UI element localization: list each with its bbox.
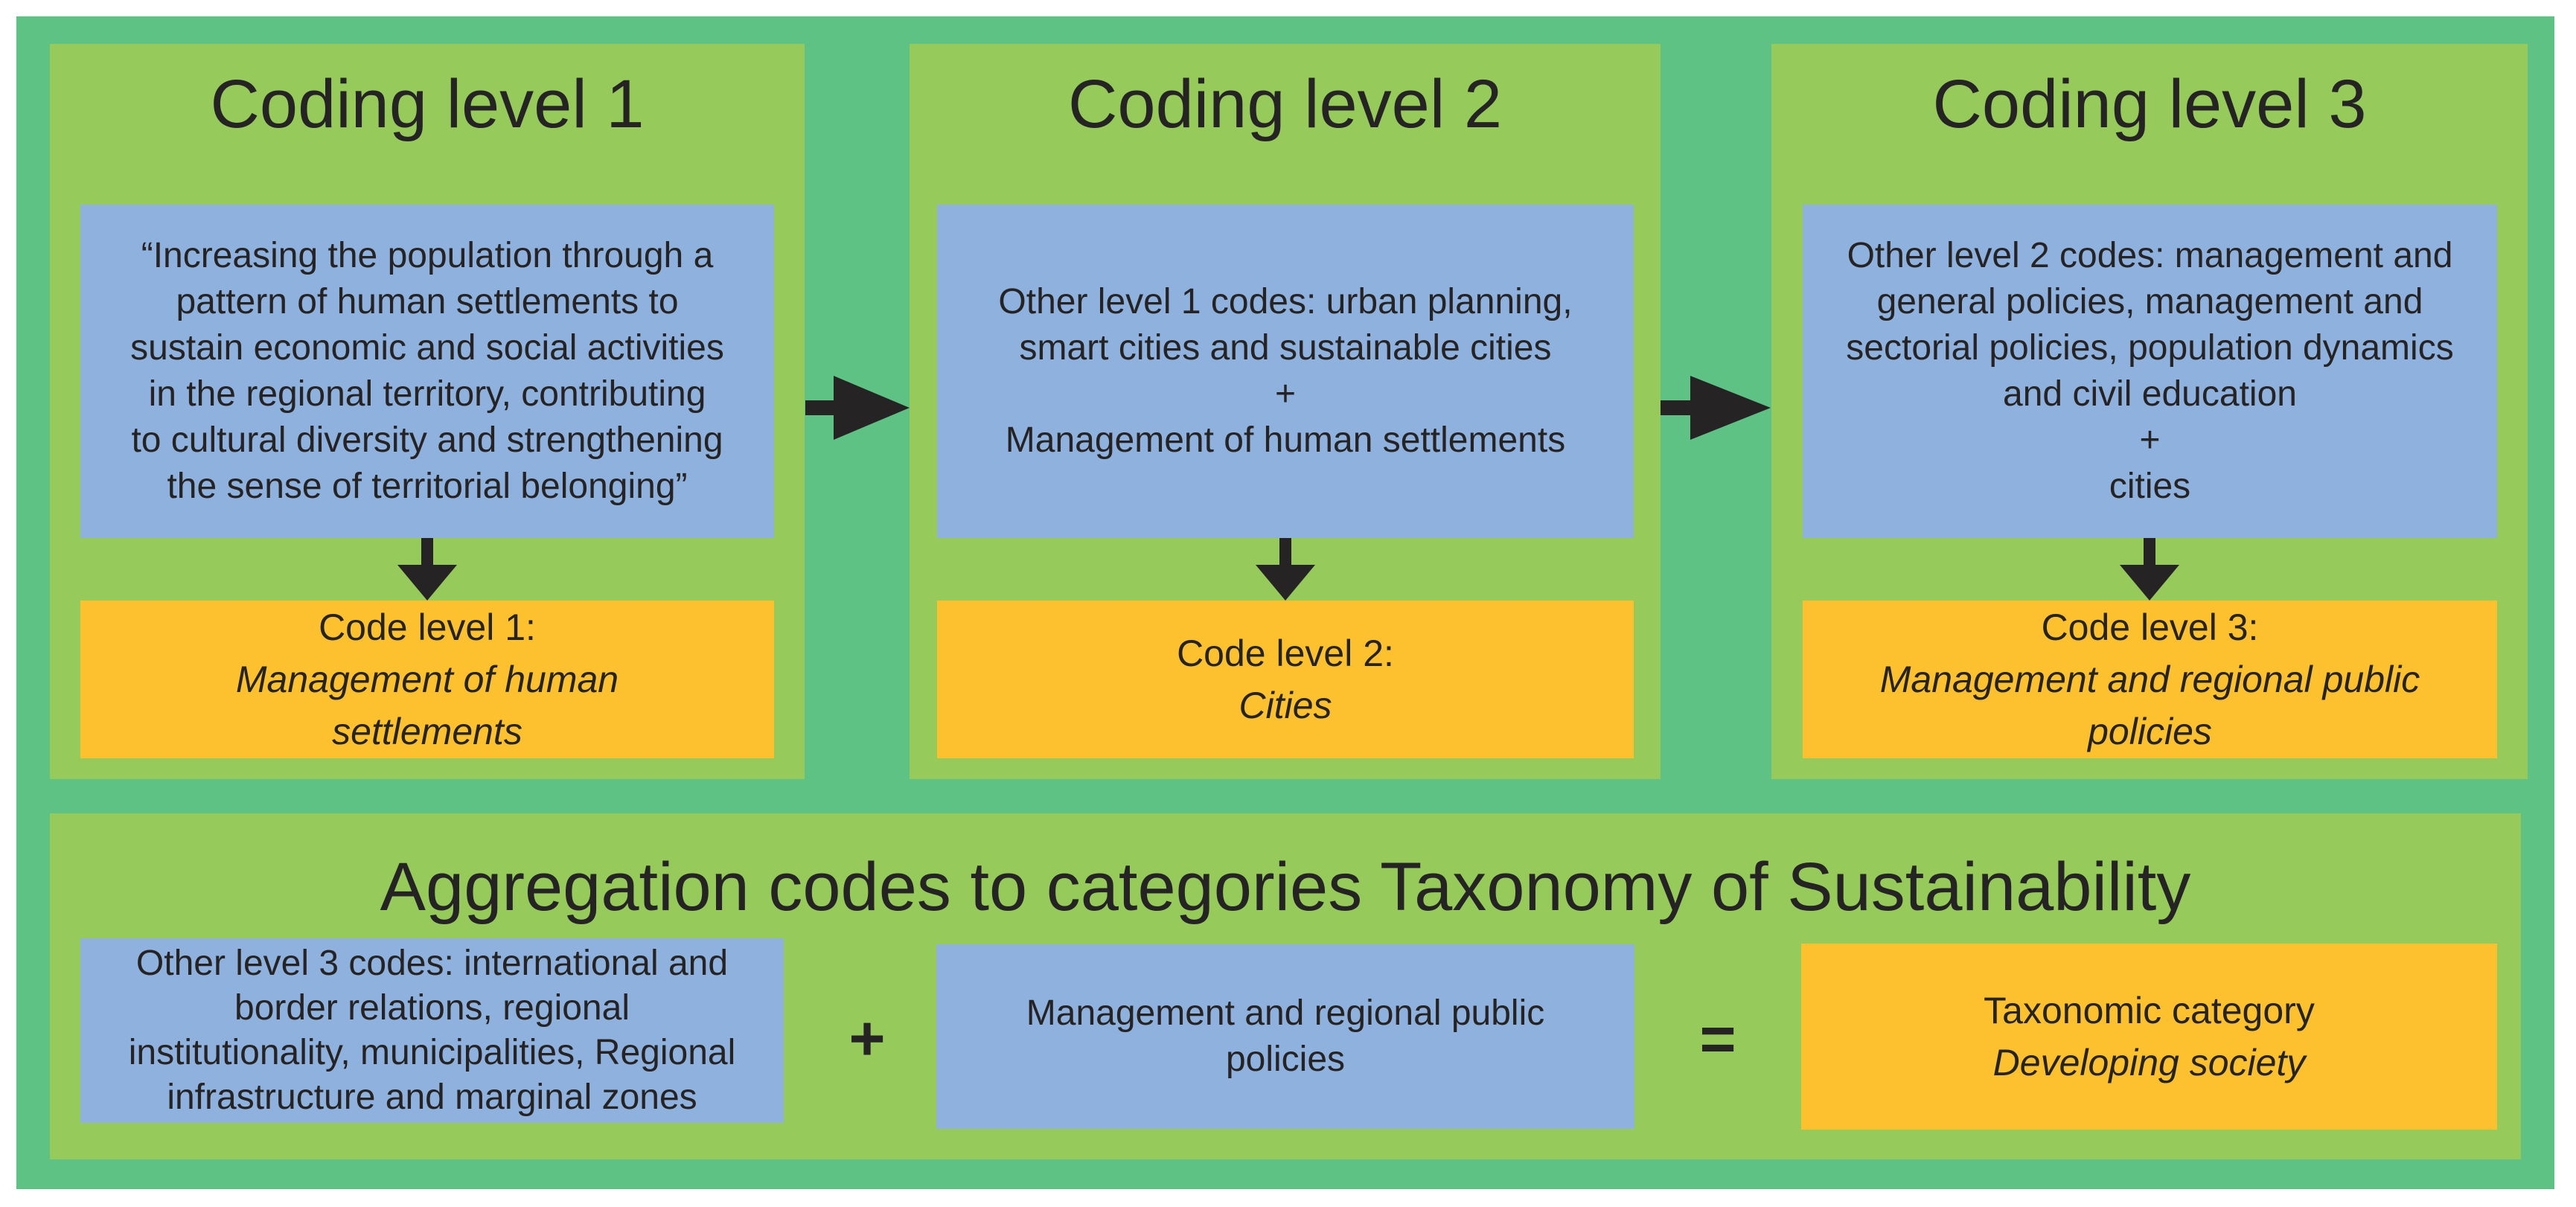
source-quote-box: “Increasing the population through a pat… xyxy=(80,205,774,538)
code-label: Code level 1: xyxy=(319,606,536,648)
taxonomic-category-label: Taxonomic category xyxy=(1984,990,2315,1031)
coding-level-1-panel: Coding level 1 “Increasing the populatio… xyxy=(50,44,805,779)
code-label: Code level 3: xyxy=(2041,606,2259,648)
right-arrow-icon xyxy=(805,376,910,440)
aggregation-panel: Aggregation codes to categories Taxonomy… xyxy=(50,813,2521,1159)
code-value: Management and regional public policies xyxy=(1879,659,2420,752)
source-codes-box: Other level 2 codes: management and gene… xyxy=(1803,205,2497,538)
code-value: Cities xyxy=(1239,685,1332,726)
down-arrow-icon xyxy=(397,538,457,601)
code-level-2-box: Code level 2: Cities xyxy=(937,601,1634,758)
code-label: Code level 2: xyxy=(1177,633,1394,674)
panel-title: Coding level 2 xyxy=(1067,66,1503,142)
coding-level-3-panel: Coding level 3 Other level 2 codes: mana… xyxy=(1771,44,2528,779)
source-codes-box: Other level 1 codes: urban planning, sma… xyxy=(937,205,1634,538)
aggregation-title: Aggregation codes to categories Taxonomy… xyxy=(380,849,2191,925)
equals-operator: = xyxy=(1699,1003,1736,1074)
code-level-1-box: Code level 1: Management of human settle… xyxy=(80,601,774,758)
down-arrow-icon xyxy=(2120,538,2179,601)
right-arrow-icon xyxy=(1661,376,1771,440)
taxonomic-category-box: Taxonomic category Developing society xyxy=(1801,944,2497,1130)
taxonomic-category-value: Developing society xyxy=(1992,1042,2306,1083)
diagram-background: Coding level 1 “Increasing the populatio… xyxy=(16,16,2554,1189)
other-level-3-codes-box: Other level 3 codes: international and b… xyxy=(80,938,784,1123)
code-level-3-box: Code level 3: Management and regional pu… xyxy=(1803,601,2497,758)
code-value: Management of human settlements xyxy=(235,659,619,752)
coding-level-2-panel: Coding level 2 Other level 1 codes: urba… xyxy=(910,44,1661,779)
panel-title: Coding level 1 xyxy=(210,66,645,142)
selected-code-box: Management and regional public policies xyxy=(936,944,1634,1129)
panel-title: Coding level 3 xyxy=(1932,66,2367,142)
down-arrow-icon xyxy=(1255,538,1315,601)
plus-operator: + xyxy=(848,1002,886,1073)
